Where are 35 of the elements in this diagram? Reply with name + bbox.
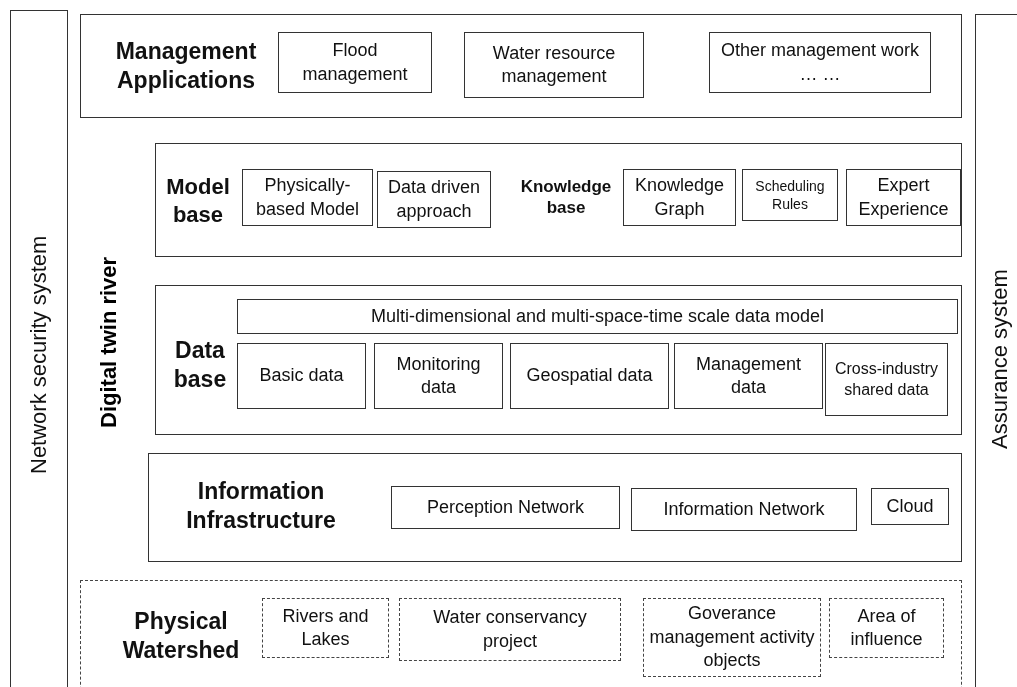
component-box: Water conservancy project: [399, 598, 621, 661]
component-box: Goverance management activity objects: [643, 598, 821, 677]
layer-heading: Management Applications: [114, 37, 258, 95]
component-box: Rivers and Lakes: [262, 598, 389, 658]
layer-heading: Knowledge base: [519, 176, 613, 219]
vertical-title: Digital twin river: [96, 255, 122, 431]
layer-panel: [80, 580, 962, 687]
layer-heading: Physical Watershed: [121, 607, 241, 665]
side-band: Network security system: [10, 10, 68, 687]
component-box: Geospatial data: [510, 343, 669, 409]
component-box: Perception Network: [391, 486, 620, 529]
layer-heading: Data base: [172, 336, 228, 394]
component-box: Flood management: [278, 32, 432, 93]
component-box: Expert Experience: [846, 169, 961, 226]
component-box: Information Network: [631, 488, 857, 531]
component-box: Monitoring data: [374, 343, 503, 409]
layer-panel: [155, 285, 962, 435]
component-box: Data driven approach: [377, 171, 491, 228]
component-box: Water resource management: [464, 32, 644, 98]
component-box: Multi-dimensional and multi-space-time scale data model: [237, 299, 958, 334]
layer-panel: [148, 453, 962, 562]
component-box: Cross-industry shared data: [825, 343, 948, 416]
component-box: Area of influence: [829, 598, 944, 658]
layer-heading: Model base: [165, 173, 231, 228]
component-box: Management data: [674, 343, 823, 409]
component-box: Scheduling Rules: [742, 169, 838, 221]
layer-panel: [155, 143, 962, 257]
component-box: Basic data: [237, 343, 366, 409]
side-band: Assurance system: [975, 14, 1017, 687]
component-box: Cloud: [871, 488, 949, 525]
component-box: Other management work … …: [709, 32, 931, 93]
layer-heading: Information Infrastructure: [185, 477, 337, 535]
component-box: Physically-based Model: [242, 169, 373, 226]
layer-panel: [80, 14, 962, 118]
component-box: Knowledge Graph: [623, 169, 736, 226]
